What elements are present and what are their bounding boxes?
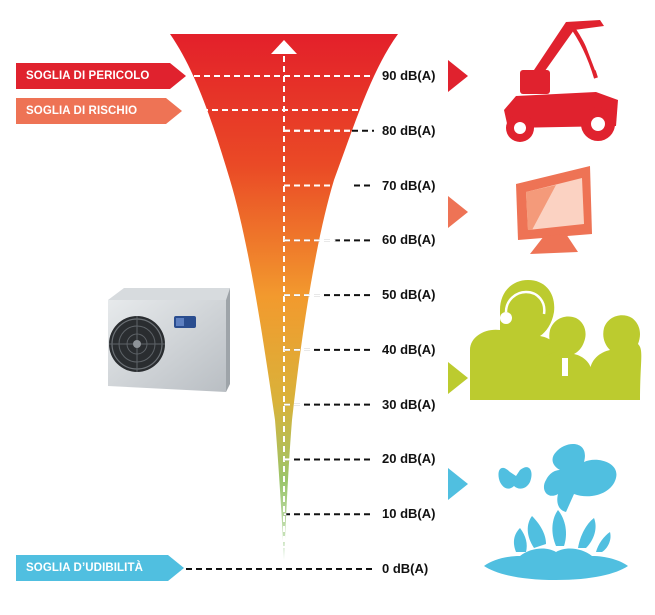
danger-threshold-label: SOGLIA DI PERICOLO bbox=[26, 70, 150, 82]
butterflies-flower-icon bbox=[484, 443, 628, 580]
heat-pump-unit-image bbox=[108, 288, 230, 392]
hearing-flag-arrow-shape bbox=[16, 555, 184, 581]
television-icon bbox=[516, 166, 592, 254]
level-lines bbox=[184, 75, 374, 570]
db-label-10: 10 dB(A) bbox=[382, 506, 436, 522]
up-arrow-icon bbox=[271, 40, 297, 54]
people-talking-icon bbox=[470, 280, 642, 400]
db-label-90: 90 dB(A) bbox=[382, 68, 436, 83]
db-label-40: 40 dB(A) bbox=[382, 341, 436, 357]
db-label-60: 60 dB(A) bbox=[382, 232, 436, 248]
hearing-threshold-flag: SOGLIA D’UDIBILITÀ bbox=[16, 555, 184, 581]
db-label-70: 70 dB(A) bbox=[382, 177, 436, 193]
db-label-30: 30 dB(A) bbox=[382, 396, 436, 412]
pointer-triangle-nature bbox=[448, 468, 468, 500]
risk-flag-arrow-shape bbox=[16, 98, 182, 124]
risk-threshold-label: SOGLIA DI RISCHIO bbox=[26, 105, 138, 117]
pointer-triangle-danger bbox=[448, 60, 468, 92]
hearing-threshold-label: SOGLIA D’UDIBILITÀ bbox=[26, 562, 144, 574]
danger-flag-arrow-shape bbox=[16, 63, 186, 89]
lawn-mower-icon bbox=[504, 20, 618, 142]
db-label-50: 50 dB(A) bbox=[382, 287, 436, 303]
pointer-triangle-tv bbox=[448, 196, 468, 228]
db-label-0: 0 dB(A) bbox=[382, 561, 429, 576]
db-label-80: 80 dB(A) bbox=[382, 122, 436, 138]
db-label-20: 20 dB(A) bbox=[382, 451, 436, 467]
pointer-triangle-people bbox=[448, 362, 468, 394]
risk-threshold-flag: SOGLIA DI RISCHIO bbox=[16, 98, 182, 124]
danger-threshold-flag: SOGLIA DI PERICOLO bbox=[16, 63, 186, 89]
